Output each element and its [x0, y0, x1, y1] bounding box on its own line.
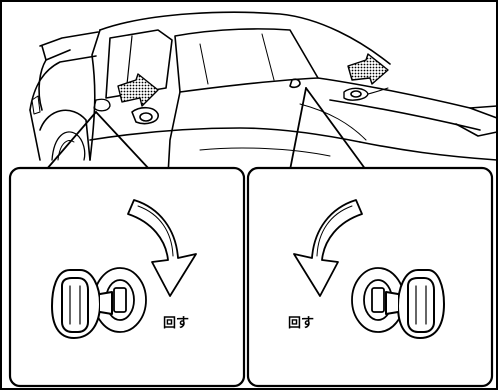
left-detail-panel — [10, 168, 244, 386]
turn-label-left: 回す — [163, 317, 189, 330]
right-detail-panel — [248, 168, 492, 386]
turn-label-right: 回す — [288, 317, 314, 330]
